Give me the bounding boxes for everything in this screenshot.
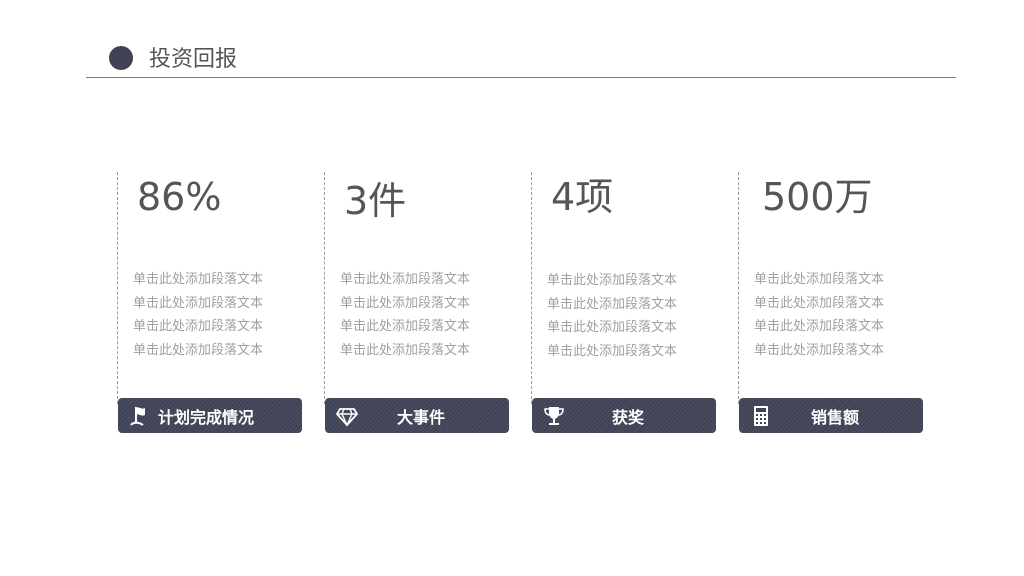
text-line: 单击此处添加段落文本: [754, 272, 885, 287]
stat-value: 500万: [762, 175, 873, 219]
category-bar: 计划完成情况: [118, 398, 302, 433]
dashed-divider: [738, 172, 739, 404]
diamond-icon: [333, 402, 361, 430]
paragraph-text[interactable]: 单击此处添加段落文本 单击此处添加段落文本 单击此处添加段落文本 单击此处添加段…: [340, 268, 470, 362]
text-line: 单击此处添加段落文本: [754, 342, 885, 358]
text-line: 单击此处添加段落文本: [340, 272, 471, 287]
category-label: 销售额: [810, 407, 859, 427]
text-line: 单击此处添加段落文本: [340, 342, 471, 358]
paragraph-text[interactable]: 单击此处添加段落文本 单击此处添加段落文本 单击此处添加段落文本 单击此处添加段…: [547, 269, 677, 363]
title-divider: [86, 77, 956, 78]
stat-card-awards: 4项 单击此处添加段落文本 单击此处添加段落文本 单击此处添加段落文本 单击此处…: [531, 172, 721, 434]
text-line: 单击此处添加段落文本: [547, 273, 678, 288]
title-bullet-icon: [109, 46, 133, 70]
paragraph-text[interactable]: 单击此处添加段落文本 单击此处添加段落文本 单击此处添加段落文本 单击此处添加段…: [133, 268, 263, 362]
stat-card-plan: 86% 单击此处添加段落文本 单击此处添加段落文本 单击此处添加段落文本 单击此…: [117, 172, 307, 434]
text-line: 单击此处添加段落文本: [754, 295, 885, 311]
text-line: 单击此处添加段落文本: [340, 319, 471, 335]
stat-value: 86%: [137, 175, 222, 219]
text-line: 单击此处添加段落文本: [340, 295, 471, 311]
category-bar: 销售额: [739, 398, 923, 433]
text-line: 单击此处添加段落文本: [133, 272, 264, 287]
category-label: 获奖: [611, 407, 644, 427]
text-line: 单击此处添加段落文本: [133, 295, 264, 311]
dashed-divider: [324, 172, 325, 404]
stat-card-events: 3件 单击此处添加段落文本 单击此处添加段落文本 单击此处添加段落文本 单击此处…: [324, 172, 514, 434]
trophy-icon: [540, 402, 568, 430]
paragraph-text[interactable]: 单击此处添加段落文本 单击此处添加段落文本 单击此处添加段落文本 单击此处添加段…: [754, 268, 884, 362]
flag-icon: [126, 402, 154, 430]
text-line: 单击此处添加段落文本: [133, 319, 264, 335]
text-line: 单击此处添加段落文本: [133, 342, 264, 358]
text-line: 单击此处添加段落文本: [547, 320, 678, 336]
category-bar: 获奖: [532, 398, 716, 433]
page-title: 投资回报: [149, 47, 238, 72]
dashed-divider: [117, 172, 118, 404]
stat-value: 3件: [344, 179, 407, 223]
calculator-icon: [747, 402, 775, 430]
stat-value: 4项: [551, 175, 614, 219]
category-label: 计划完成情况: [158, 407, 255, 427]
text-line: 单击此处添加段落文本: [547, 296, 678, 312]
text-line: 单击此处添加段落文本: [754, 319, 885, 335]
category-bar: 大事件: [325, 398, 509, 433]
dashed-divider: [531, 172, 532, 404]
category-label: 大事件: [396, 407, 445, 427]
text-line: 单击此处添加段落文本: [547, 343, 678, 359]
stat-card-sales: 500万 单击此处添加段落文本 单击此处添加段落文本 单击此处添加段落文本 单击…: [738, 172, 928, 434]
